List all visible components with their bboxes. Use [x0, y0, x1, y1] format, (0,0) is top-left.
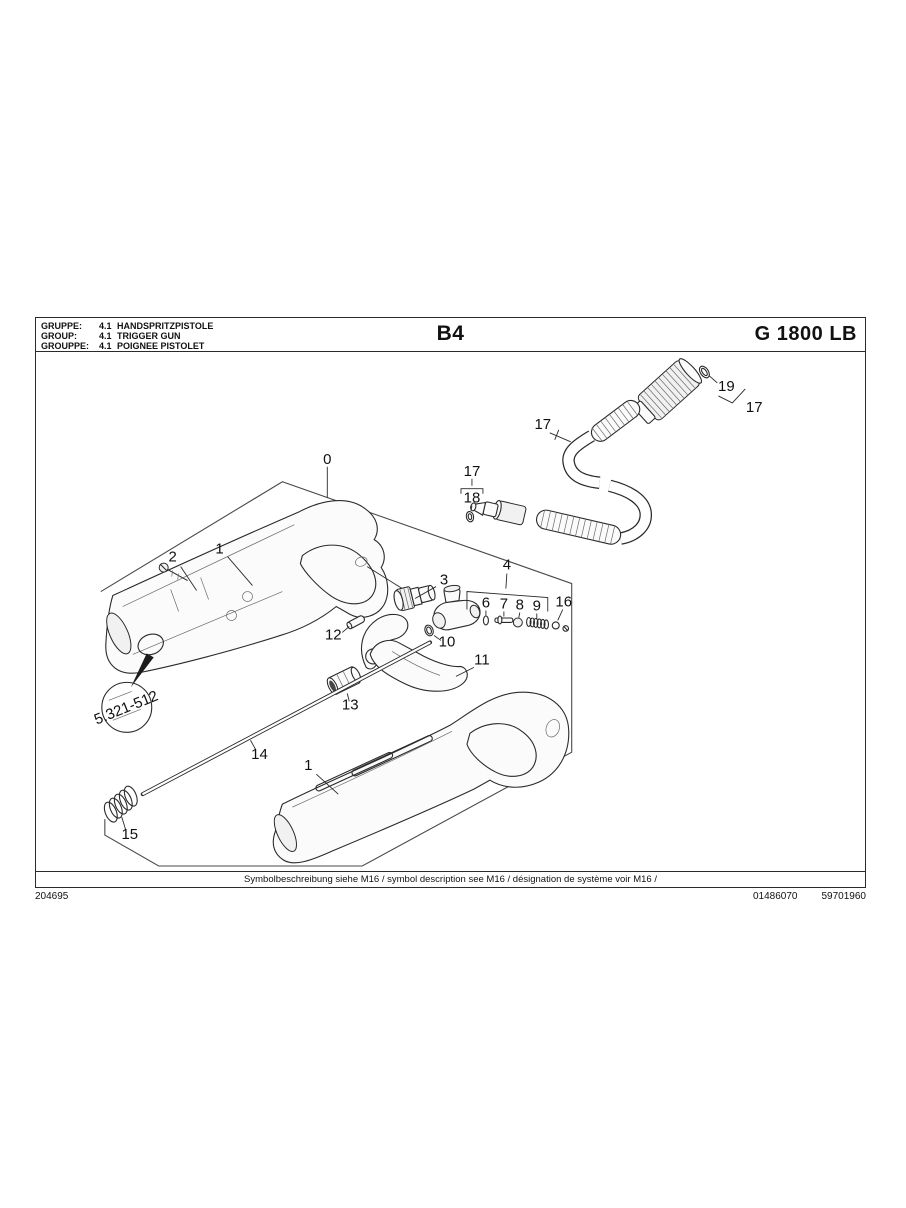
- detail-arrow: [130, 652, 154, 687]
- group-label-fr: GROUPPE:: [41, 341, 90, 351]
- hose-grip: [633, 357, 703, 424]
- group-label-de: GRUPPE:: [41, 321, 83, 331]
- callout-0: 0: [323, 450, 331, 467]
- group-title-rows: GRUPPE: 4.1 HANDSPRITZPISTOLE GROUP: 4.1…: [41, 321, 213, 351]
- callout-13: 13: [342, 696, 359, 713]
- sheet-code: B4: [436, 322, 465, 345]
- callout-11: 11: [474, 651, 490, 668]
- washer-6: [482, 614, 489, 626]
- ball-8: [512, 616, 523, 627]
- hose-upper-curve-inner: [563, 431, 601, 488]
- symbol-note-text: Symbolbeschreibung siehe M16 / symbol de…: [244, 874, 657, 885]
- doc-number: 204695: [35, 891, 69, 902]
- group-name-de: HANDSPRITZPISTOLE: [117, 321, 214, 331]
- assembly-boundary: [100, 480, 573, 867]
- group-number-en: 4.1: [99, 331, 112, 341]
- group-number-fr: 4.1: [99, 341, 112, 351]
- callout-3: 3: [440, 571, 448, 588]
- footer: 204695 01486070 59701960: [35, 891, 866, 902]
- callout-18: 18: [464, 489, 481, 506]
- callout-9: 9: [533, 597, 541, 614]
- group-label-en: GROUP:: [41, 331, 77, 341]
- callout-1-lower: 1: [304, 757, 312, 774]
- diagram-area: 5.321-512: [35, 350, 866, 873]
- group-row-de: GRUPPE: 4.1 HANDSPRITZPISTOLE: [41, 321, 213, 331]
- ref-number-1: 01486070: [753, 891, 798, 902]
- valve-pin-7: [494, 614, 514, 625]
- group-number-de: 4.1: [99, 321, 112, 331]
- housing-right-outline: [272, 691, 570, 863]
- housing-right-slot-1: [315, 751, 394, 791]
- outlet-fitting-3: [393, 584, 436, 611]
- housing-left-boss-2: [226, 609, 237, 621]
- hose-assembly: [465, 357, 710, 545]
- group-name-en: TRIGGER GUN: [117, 331, 181, 341]
- o-ring-19: [698, 365, 710, 378]
- callout-2: 2: [169, 548, 177, 565]
- callout-15: 15: [121, 826, 138, 843]
- housing-right-slot-2: [351, 734, 433, 776]
- housing-right-opening: [466, 722, 537, 777]
- group-row-fr: GROUPPE: 4.1 POIGNEE PISTOLET: [41, 341, 213, 351]
- hose-ribbed-upper: [590, 399, 641, 442]
- callout-19: 19: [718, 377, 735, 394]
- push-rod-14: [140, 639, 433, 796]
- valve-housing: [432, 584, 481, 630]
- callout-17-right: 17: [746, 398, 763, 415]
- housing-right-muzzle: [273, 813, 298, 852]
- retainer-set-16: [551, 620, 570, 632]
- hose-ribbed-lower: [535, 509, 622, 545]
- housing-left-hole: [355, 556, 368, 567]
- detail-balloon: [101, 681, 153, 733]
- callout-4: 4: [503, 556, 511, 573]
- screw-2: [158, 562, 188, 581]
- housing-left-muzzle: [106, 612, 132, 654]
- gun-housing-right-half: [272, 691, 570, 863]
- group-row-en: GROUP: 4.1 TRIGGER GUN: [41, 331, 213, 341]
- trigger-11: [369, 639, 468, 692]
- hose-lower-curve-inner: [608, 480, 651, 544]
- callout-8: 8: [516, 596, 524, 613]
- housing-right-hole: [545, 718, 560, 737]
- hose-coupling: [470, 499, 527, 525]
- housing-left-boss-1: [242, 590, 253, 602]
- footer-refs: 01486070 59701960: [753, 891, 866, 902]
- housing-left-rib-top: [122, 523, 295, 607]
- symbol-note-strip: Symbolbeschreibung siehe M16 / symbol de…: [35, 871, 866, 888]
- valve-internals: [482, 614, 570, 632]
- callout-17-left: 17: [464, 462, 481, 479]
- housing-left-rib-bottom: [132, 590, 283, 655]
- housing-left-opening: [299, 544, 377, 604]
- group-name-fr: POIGNEE PISTOLET: [117, 341, 205, 351]
- housing-right-inner-edge: [292, 730, 453, 807]
- callout-17-mid: 17: [534, 415, 551, 432]
- callout-1-upper: 1: [215, 540, 223, 557]
- header: GRUPPE: 4.1 HANDSPRITZPISTOLE GROUP: 4.1…: [35, 317, 866, 352]
- callout-16: 16: [555, 593, 572, 610]
- spring-15: [103, 785, 138, 823]
- callout-10: 10: [439, 633, 456, 650]
- pin-12: [346, 614, 365, 629]
- model-name: G 1800 LB: [754, 323, 857, 345]
- callout-12: 12: [325, 626, 342, 643]
- housing-left-rib-2: [200, 576, 209, 600]
- o-ring-10: [424, 624, 434, 636]
- callout-leaders: [121, 375, 746, 830]
- o-ring-18: [465, 510, 475, 522]
- spring-9: [526, 616, 550, 630]
- callout-6: 6: [482, 594, 490, 611]
- housing-left-rib-1: [170, 588, 179, 612]
- callout-14: 14: [251, 746, 268, 763]
- detail-region-circle: [137, 633, 164, 655]
- ref-number-2: 59701960: [821, 891, 867, 902]
- callout-7: 7: [500, 595, 508, 612]
- exploded-diagram: 5.321-512: [92, 357, 763, 867]
